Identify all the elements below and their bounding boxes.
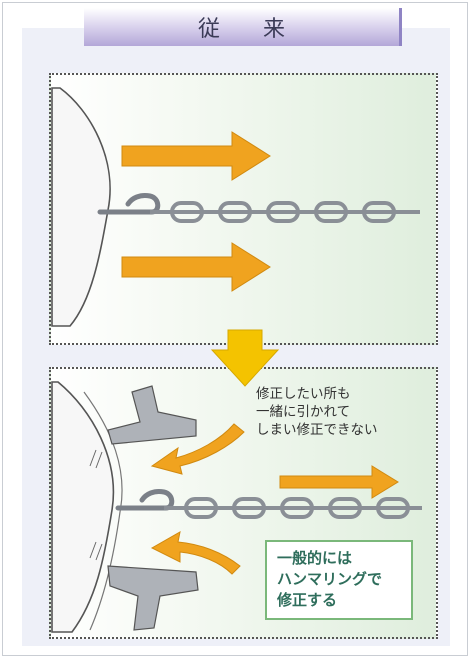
lower-support-tool: [107, 565, 199, 631]
chain-bottom: [164, 497, 422, 519]
car-body-curve-bottom: [51, 381, 115, 633]
pull-arrow-right: [279, 465, 399, 499]
car-body-curve: [51, 87, 111, 327]
deform-marks: [89, 449, 103, 561]
hammering-note: 一般的には ハンマリングで 修正する: [265, 540, 413, 620]
problem-caption: 修正したい所も 一緒に引かれて しまい修正できない: [256, 386, 378, 438]
figure-title: 従 来: [198, 17, 303, 42]
down-arrow: [210, 329, 280, 387]
pull-arrow-bottom: [121, 242, 271, 292]
title-banner: 従 来: [84, 8, 402, 46]
deform-arrow-lower: [150, 531, 241, 575]
pull-arrow-top: [121, 131, 271, 181]
deform-arrow-upper: [150, 423, 245, 475]
hook-bottom: [115, 489, 175, 511]
upper-support-tool: [107, 385, 197, 445]
chain-top: [150, 201, 420, 223]
car-body-inner-line: [83, 391, 123, 631]
